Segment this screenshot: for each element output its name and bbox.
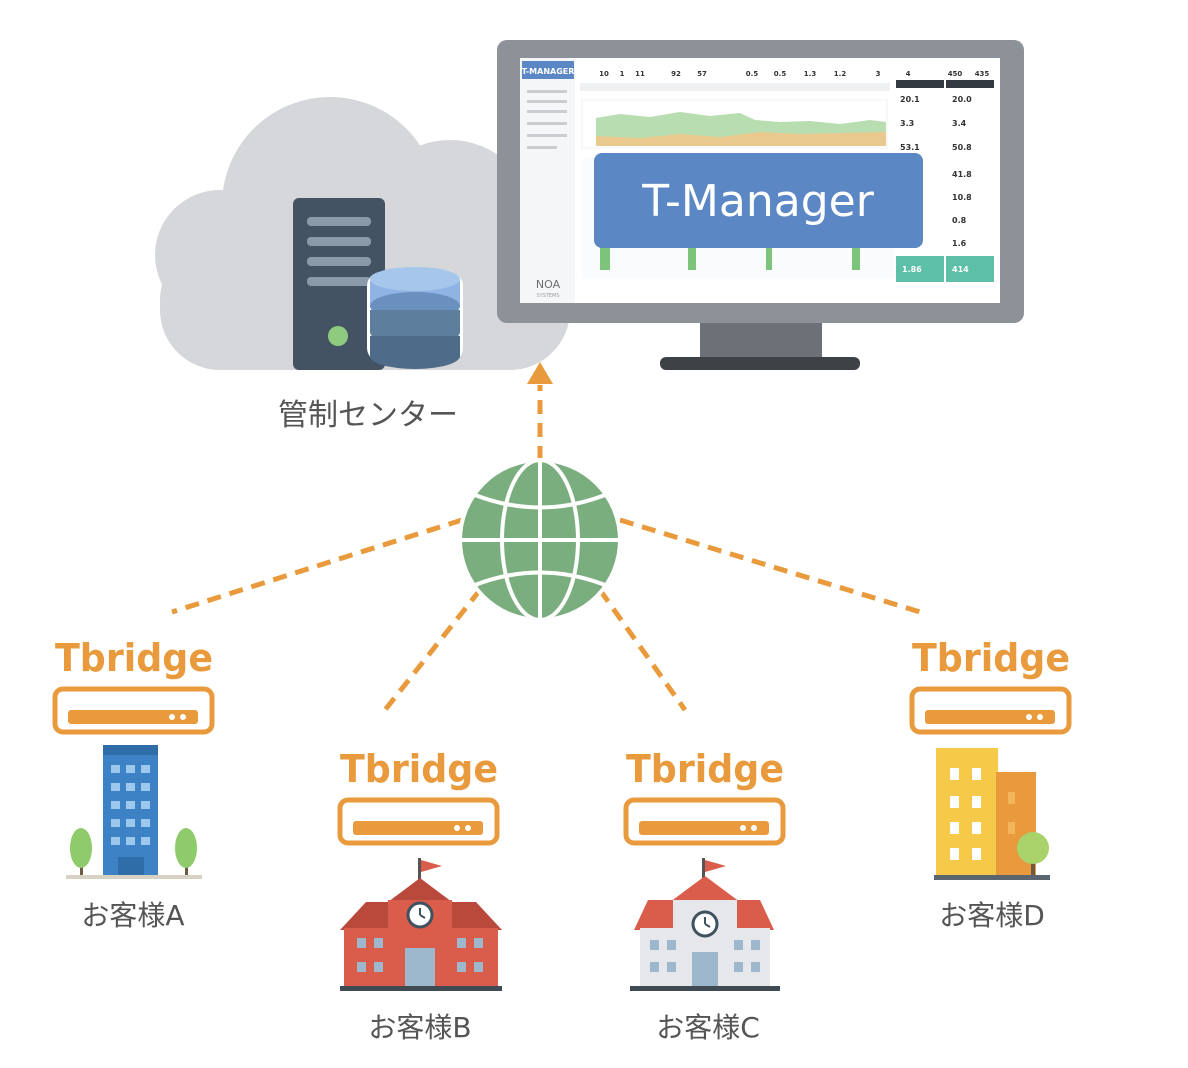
stats-panel: 20.1 3.3 53.1 20.0 3.4 50.8 41.8 10.8 0.… <box>896 80 994 282</box>
metric: 0.5 <box>774 70 787 78</box>
panel-value: 3.4 <box>952 119 967 128</box>
panel-value: 10.8 <box>952 193 972 202</box>
tree-icon <box>1017 832 1049 875</box>
metric: 1.2 <box>834 70 847 78</box>
metric: 11 <box>635 70 645 78</box>
metric: 1 <box>620 70 625 78</box>
arrow-up-icon <box>527 362 553 384</box>
panel-value: 53.1 <box>900 143 920 152</box>
tile-value: 414 <box>952 265 969 274</box>
link-globe-customer-a <box>171 517 463 615</box>
tbridge-logo: Tbridge <box>55 636 213 680</box>
panel-value: 3.3 <box>900 119 914 128</box>
tbridge-device-a: Tbridge <box>52 636 215 735</box>
panel-value: 20.0 <box>952 95 972 104</box>
metric: 10 <box>599 70 609 78</box>
panel-value: 0.8 <box>952 216 967 225</box>
connection-lines <box>171 385 921 712</box>
metric: 4 <box>906 70 911 78</box>
center-label: 管制センター <box>278 398 458 433</box>
customer-label-a: お客様A <box>81 899 184 932</box>
metric: 450 <box>948 70 963 78</box>
metric: 1.3 <box>804 70 817 78</box>
link-globe-customer-c <box>597 588 688 712</box>
customer-label-d: お客様D <box>939 899 1045 932</box>
metric: 435 <box>975 70 990 78</box>
app-logo: T-MANAGER <box>522 67 575 76</box>
vendor-logo: NOA <box>536 278 561 291</box>
metric: 92 <box>671 70 681 78</box>
tree-icon <box>70 828 92 875</box>
tbridge-logo: Tbridge <box>626 747 784 791</box>
tbridge-device-d: Tbridge <box>909 636 1072 735</box>
customer-label-c: お客様C <box>656 1011 760 1044</box>
t-manager-banner: T-Manager <box>641 176 874 227</box>
metric-bar: 10 1 11 92 57 0.5 0.5 1.3 1.2 3 4 450 43… <box>599 70 989 78</box>
link-globe-customer-d <box>619 517 921 615</box>
metric: 3 <box>876 70 881 78</box>
apartment-icon <box>934 748 1050 880</box>
metric: 0.5 <box>746 70 759 78</box>
panel-value: 50.8 <box>952 143 972 152</box>
panel-value: 20.1 <box>900 95 920 104</box>
office-building-icon <box>66 745 202 879</box>
metric: 57 <box>697 70 707 78</box>
tile-value: 1.86 <box>902 265 922 274</box>
globe-icon <box>458 458 622 622</box>
school-icon <box>630 858 780 991</box>
tbridge-device-b: Tbridge <box>337 747 500 846</box>
customer-label-b: お客様B <box>368 1011 471 1044</box>
vendor-sub: SYSTEMS <box>536 293 559 299</box>
t-manager-banner-box <box>594 153 923 248</box>
link-globe-customer-b <box>383 588 482 712</box>
tbridge-device-c: Tbridge <box>623 747 786 846</box>
database-icon <box>367 267 463 369</box>
tbridge-logo: Tbridge <box>340 747 498 791</box>
panel-value: 41.8 <box>952 170 972 179</box>
panel-value: 1.6 <box>952 239 967 248</box>
traffic-chart <box>581 99 888 149</box>
tbridge-logo: Tbridge <box>912 636 1070 680</box>
tree-icon <box>175 828 197 875</box>
school-icon <box>340 858 502 991</box>
server-icon <box>293 198 385 370</box>
monitor-icon: T-MANAGER NOA SYSTEMS 10 1 11 92 57 0.5 … <box>497 40 1024 370</box>
